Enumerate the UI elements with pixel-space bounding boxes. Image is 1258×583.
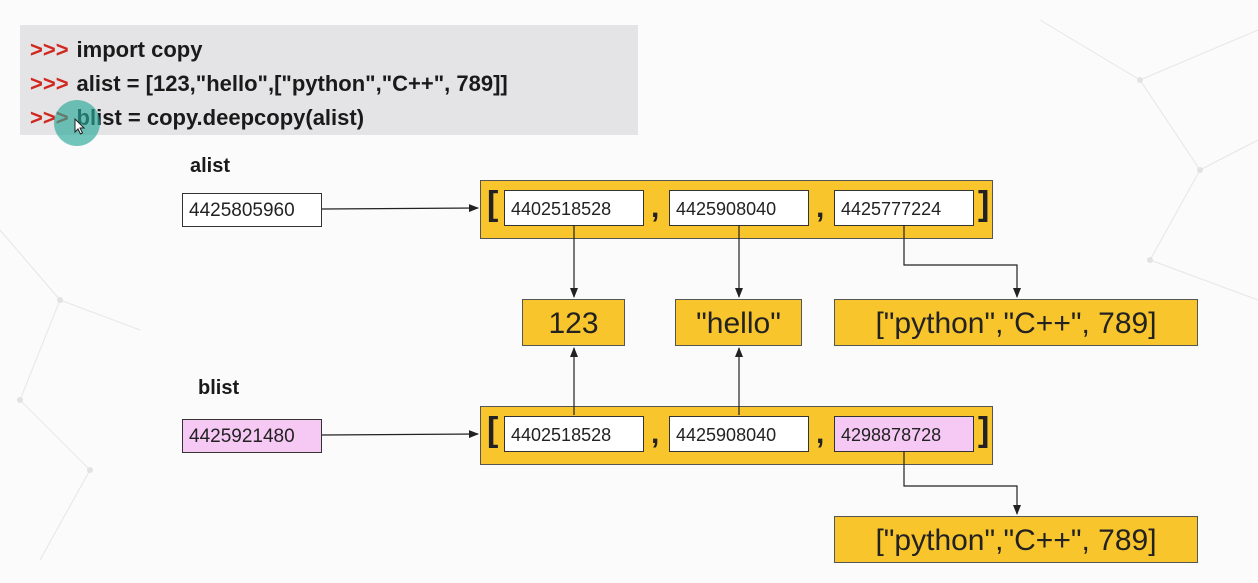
inner-list-object-a: ["python","C++", 789]: [834, 299, 1198, 346]
comma: ,: [816, 191, 825, 224]
str-object: "hello": [675, 299, 802, 346]
code-line-1: >>> import copy: [30, 33, 638, 67]
blist-cell-0: 4402518528: [504, 416, 644, 452]
blist-cell-2: 4298878728: [834, 416, 974, 452]
prompt: >>>: [30, 37, 69, 62]
alist-address: 4425805960: [182, 193, 322, 227]
blist-cell-1: 4425908040: [669, 416, 809, 452]
alist-cell-1: 4425908040: [669, 190, 809, 226]
comma: ,: [651, 191, 660, 224]
comma: ,: [816, 417, 825, 450]
prompt: >>>: [30, 71, 69, 96]
alist-cell-0: 4402518528: [504, 190, 644, 226]
code-text: import copy: [76, 37, 203, 62]
code-text: alist = [123,"hello",["python","C++", 78…: [76, 71, 508, 96]
code-line-3: >>>blist = copy.deepcopy(alist): [30, 101, 638, 135]
close-bracket: ]: [978, 185, 990, 223]
mouse-cursor-icon: [74, 118, 86, 135]
alist-container: [ 4402518528 , 4425908040 , 4425777224 ]: [480, 180, 993, 239]
blist-label: blist: [198, 377, 240, 399]
code-panel: >>> import copy >>> alist = [123,"hello",[…: [20, 25, 638, 135]
close-bracket: ]: [978, 411, 990, 449]
blist-address: 4425921480: [182, 419, 322, 453]
blist-container: [ 4402518528 , 4425908040 , 4298878728 ]: [480, 406, 993, 465]
open-bracket: [: [487, 185, 499, 223]
open-bracket: [: [487, 411, 499, 449]
code-text: blist = copy.deepcopy(alist): [76, 105, 365, 130]
alist-cell-2: 4425777224: [834, 190, 974, 226]
code-line-2: >>> alist = [123,"hello",["python","C++",…: [30, 67, 638, 101]
int-object: 123: [522, 299, 625, 346]
comma: ,: [651, 417, 660, 450]
alist-label: alist: [190, 155, 231, 177]
inner-list-object-b: ["python","C++", 789]: [834, 516, 1198, 563]
